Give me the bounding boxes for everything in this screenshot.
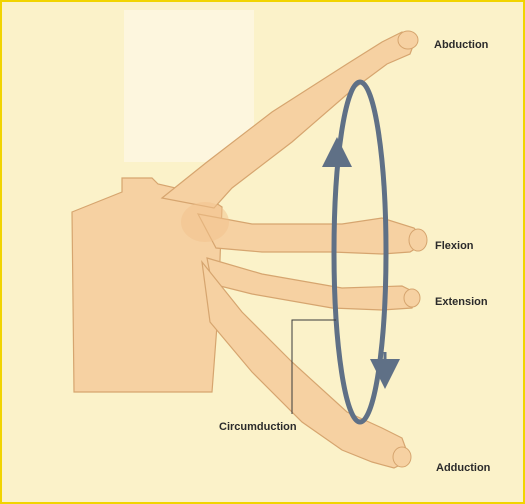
hand-abduction: [398, 31, 418, 49]
hand-adduction: [393, 447, 411, 467]
label-extension: Extension: [435, 297, 488, 308]
hand-extension: [404, 289, 420, 307]
label-adduction: Adduction: [436, 463, 490, 474]
shoulder-joint: [181, 202, 229, 242]
backdrop-panel: [124, 10, 254, 162]
label-abduction: Abduction: [434, 40, 488, 51]
label-flexion: Flexion: [435, 241, 474, 252]
label-circumduction: Circumduction: [219, 422, 297, 433]
arm-flexion: [198, 214, 426, 254]
hand-flexion: [409, 229, 427, 251]
